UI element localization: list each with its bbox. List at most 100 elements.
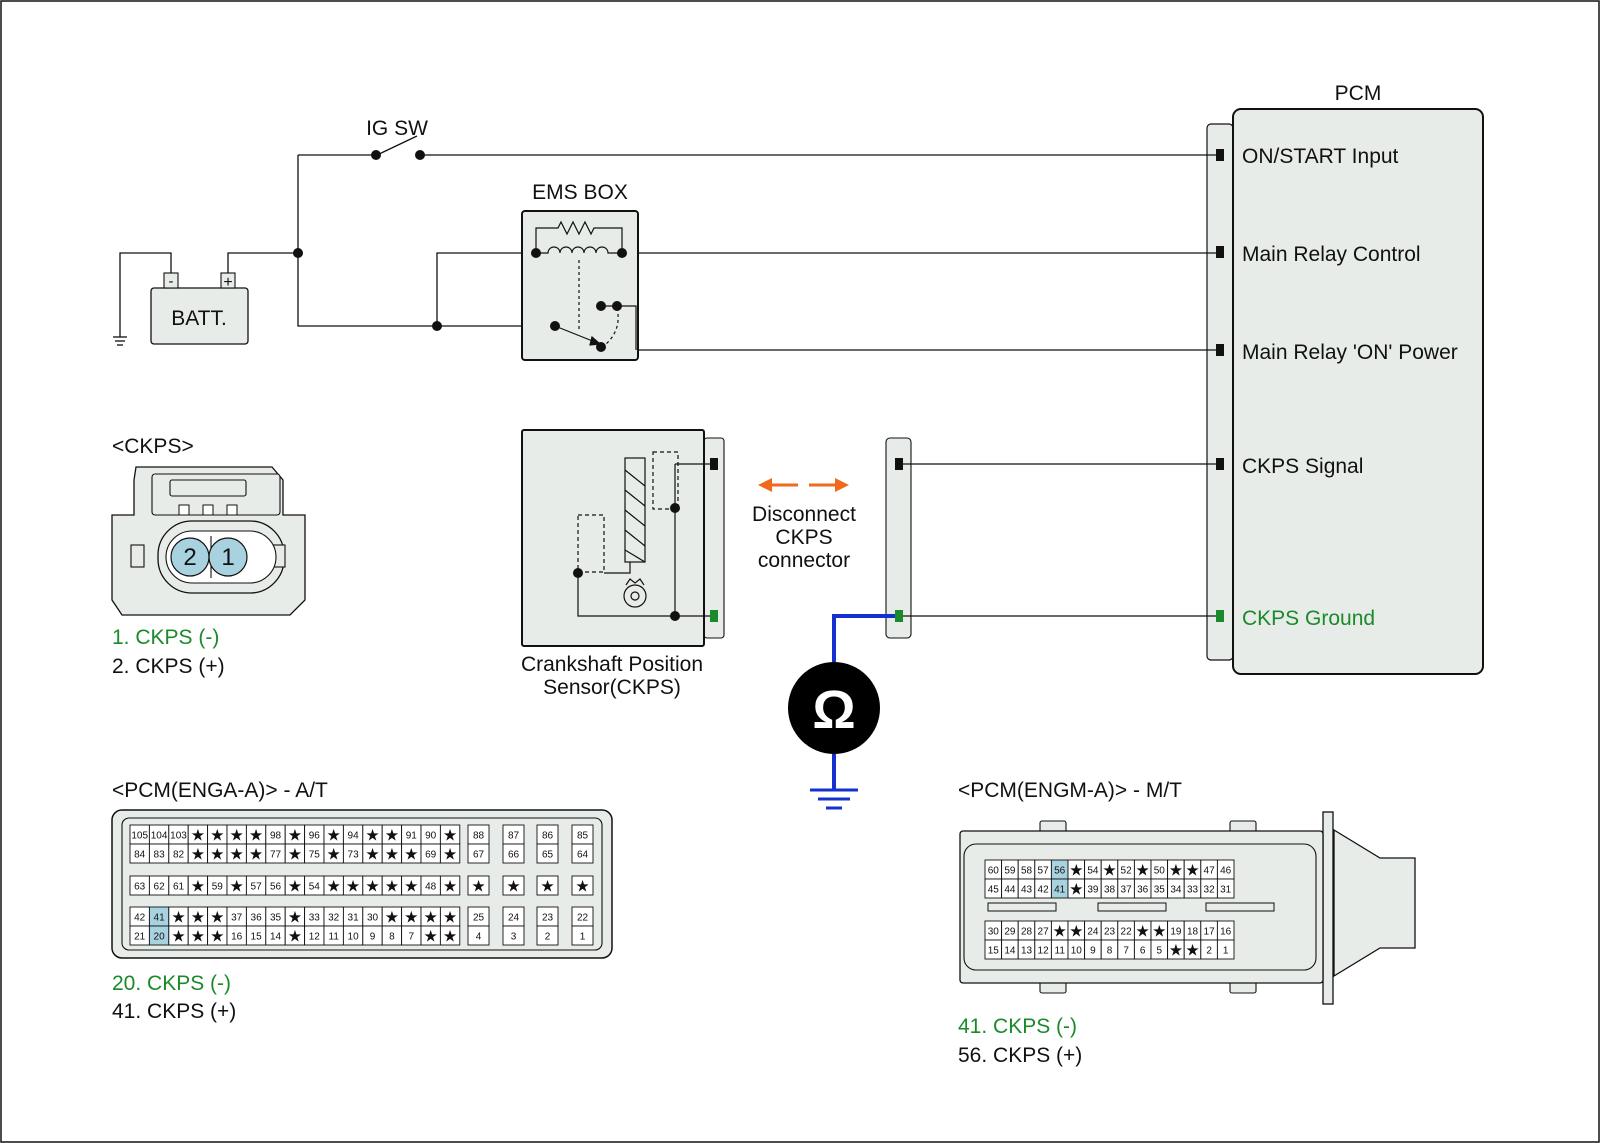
svg-text:★: ★ <box>210 929 224 946</box>
svg-text:★: ★ <box>327 879 341 896</box>
enga-pin-cell: 77 <box>265 843 286 864</box>
relay-coil-icon <box>535 220 637 350</box>
engm-pin-cell: 12 <box>1034 939 1052 960</box>
enga-pin-cell: 10 <box>342 925 364 946</box>
svg-text:★: ★ <box>443 828 457 845</box>
enga-pin-cell: ★ <box>323 824 344 845</box>
engm-pin-cell: 44 <box>1001 878 1019 899</box>
on-start-input-label: ON/START Input <box>1242 145 1399 168</box>
svg-text:14: 14 <box>1004 946 1016 957</box>
enga-pin-cell: 83 <box>148 843 170 864</box>
enga-side-pin-cell: ★ <box>502 875 525 896</box>
enga-pin-cell: 90 <box>420 824 441 845</box>
enga-side-pin-cell: ★ <box>467 875 490 896</box>
battery-positive-terminal <box>220 272 236 289</box>
enga-pin-cell: ★ <box>420 906 441 927</box>
meter-lead <box>832 614 895 662</box>
svg-text:23: 23 <box>1104 927 1116 938</box>
svg-text:5: 5 <box>1157 946 1163 957</box>
engm-pin-cell: ★ <box>1133 859 1152 880</box>
engm-pin-cell: 13 <box>1017 939 1036 960</box>
svg-text:86: 86 <box>542 831 554 842</box>
enga-pin-cell: ★ <box>284 906 306 927</box>
harness-connector <box>885 437 912 639</box>
enga-pin-cell: ★ <box>342 875 364 896</box>
svg-text:22: 22 <box>577 913 589 924</box>
enga-pin-cell: 98 <box>265 824 286 845</box>
sensor-label-line1: Crankshaft Position <box>521 653 703 676</box>
svg-text:★: ★ <box>1102 863 1116 880</box>
svg-text:★: ★ <box>191 879 205 896</box>
enga-pin-cell: ★ <box>439 824 461 845</box>
engm-pin-cell: 18 <box>1183 920 1202 941</box>
svg-text:★: ★ <box>443 910 457 927</box>
ohmmeter: Ω <box>788 614 895 810</box>
svg-text:33: 33 <box>1187 885 1199 896</box>
enga-pin-cell: ★ <box>168 906 189 927</box>
svg-text:★: ★ <box>191 910 205 927</box>
svg-text:67: 67 <box>473 850 485 861</box>
svg-text:9: 9 <box>1090 946 1096 957</box>
engm-pin-cell: 36 <box>1133 878 1152 899</box>
enga-pin-cell: 73 <box>342 843 364 864</box>
svg-text:34: 34 <box>1170 885 1182 896</box>
svg-text:84: 84 <box>134 850 146 861</box>
engm-pin-cell: 30 <box>984 920 1003 941</box>
engm-pin-cell: 41 <box>1050 878 1069 899</box>
enga-pin-cell: 8 <box>381 925 403 946</box>
enga-pin-cell: ★ <box>207 906 228 927</box>
svg-text:★: ★ <box>1152 924 1166 941</box>
enga-pin-cell: 48 <box>420 875 441 896</box>
enga-side-pin-cell: 88 <box>467 824 490 845</box>
enga-pin-cell: 94 <box>342 824 364 845</box>
enga-pin-cell: ★ <box>420 925 441 946</box>
svg-text:★: ★ <box>210 910 224 927</box>
svg-text:16: 16 <box>231 932 243 943</box>
enga-pin-cell: ★ <box>187 925 209 946</box>
svg-text:60: 60 <box>988 866 1000 877</box>
enga-pin-cell: 32 <box>323 906 344 927</box>
enga-pin-cell: ★ <box>401 875 422 896</box>
svg-text:★: ★ <box>1069 882 1083 899</box>
svg-text:★: ★ <box>471 879 485 896</box>
enga-pin-cell: ★ <box>284 824 306 845</box>
svg-text:36: 36 <box>1137 885 1149 896</box>
engm-pin-cell: 29 <box>1001 920 1019 941</box>
engm-pin-cell: 37 <box>1117 878 1135 899</box>
disconnect-line1: Disconnect <box>752 503 856 526</box>
svg-text:★: ★ <box>443 847 457 864</box>
svg-text:27: 27 <box>1038 927 1050 938</box>
svg-text:21: 21 <box>134 932 146 943</box>
svg-text:36: 36 <box>251 913 263 924</box>
svg-text:★: ★ <box>288 879 302 896</box>
enga-pin-cell: ★ <box>284 925 306 946</box>
engm-pin-cell: 47 <box>1200 859 1218 880</box>
engm-pin-cell: 19 <box>1167 920 1185 941</box>
svg-text:82: 82 <box>173 850 185 861</box>
enga-pin-cell: ★ <box>284 875 306 896</box>
enga-pin-cell: 105 <box>129 824 150 845</box>
engm-pin-cell: 60 <box>984 859 1003 880</box>
svg-text:24: 24 <box>1087 927 1099 938</box>
svg-text:37: 37 <box>1121 885 1133 896</box>
enga-pin-cell: 12 <box>304 925 325 946</box>
enga-pin-cell: ★ <box>401 906 422 927</box>
enga-pin-cell: ★ <box>362 875 383 896</box>
enga-pin-cell: ★ <box>381 875 403 896</box>
battery: - + BATT. <box>150 272 249 345</box>
svg-text:31: 31 <box>1220 885 1232 896</box>
enga-header: <PCM(ENGA-A)> - A/T <box>112 779 328 802</box>
enga-pin-cell: 14 <box>265 925 286 946</box>
engm-pin-cell: 58 <box>1017 859 1036 880</box>
enga-pin-cell: ★ <box>187 824 209 845</box>
svg-text:43: 43 <box>1021 885 1033 896</box>
svg-text:42: 42 <box>134 913 146 924</box>
engm-pin-cell: 38 <box>1100 878 1119 899</box>
svg-text:32: 32 <box>328 913 340 924</box>
svg-text:★: ★ <box>1185 863 1199 880</box>
pcm-pin-ckps-signal <box>1216 458 1224 470</box>
enga-side-pin-cell: 67 <box>467 843 490 864</box>
svg-text:83: 83 <box>154 850 166 861</box>
engm-pin-cell: 32 <box>1200 878 1218 899</box>
